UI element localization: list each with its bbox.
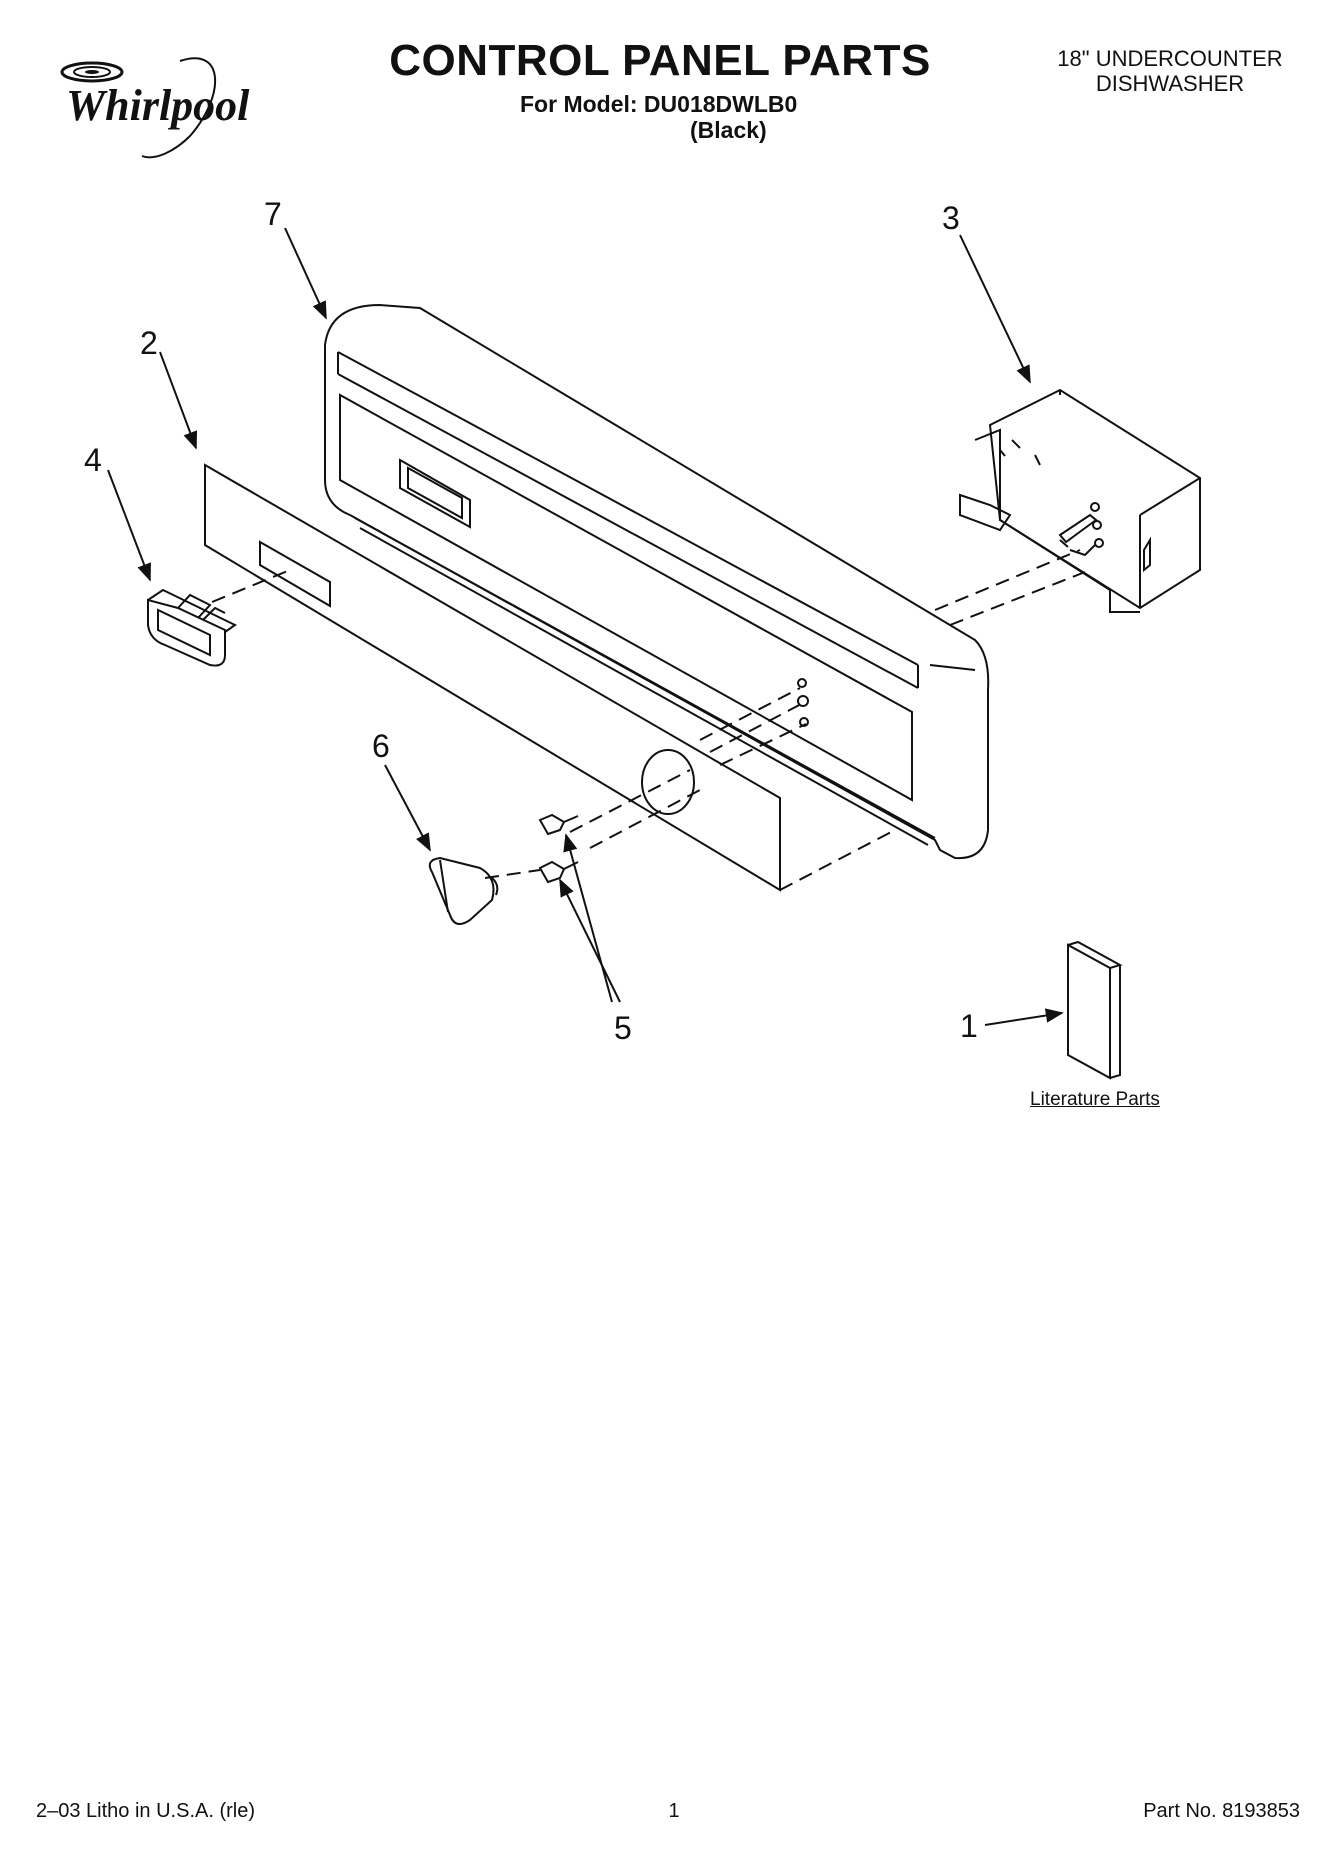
page-title: CONTROL PANEL PARTS (389, 36, 931, 85)
product-type: 18" UNDERCOUNTER DISHWASHER (1020, 46, 1320, 96)
callout-1: 1 (960, 1008, 978, 1044)
part-1-literature (1067, 940, 1123, 1080)
part-7-console-panel (324, 303, 990, 860)
page-number: 1 (668, 1800, 680, 1822)
callout-3: 3 (942, 200, 960, 236)
callout-arrows (107, 227, 1064, 1026)
product-line-2: DISHWASHER (1095, 71, 1245, 96)
callout-7: 7 (264, 196, 282, 232)
product-line-1: 18" UNDERCOUNTER (1057, 46, 1283, 71)
print-info: 2–03 Litho in U.S.A. (rle) (36, 1800, 255, 1822)
part-4-rocker-switch (147, 588, 237, 667)
callout-4: 4 (84, 442, 102, 478)
color-variant: (Black) (690, 117, 767, 143)
literature-parts-label: Literature Parts (1030, 1089, 1160, 1110)
model-number: For Model: DU018DWLB0 (520, 91, 798, 117)
callout-5: 5 (614, 1010, 632, 1046)
logo-swirl-icon (60, 57, 217, 159)
assembly-lines (211, 549, 1086, 891)
callout-2: 2 (140, 325, 158, 361)
brand-wordmark: Whirlpool (66, 81, 250, 130)
callout-6: 6 (372, 728, 390, 764)
part-5-screws (538, 813, 579, 884)
part-number: Part No. 8193853 (1143, 1800, 1300, 1822)
whirlpool-logo (50, 56, 290, 171)
part-6-knob (428, 856, 499, 925)
part-3-control-module (959, 388, 1201, 613)
